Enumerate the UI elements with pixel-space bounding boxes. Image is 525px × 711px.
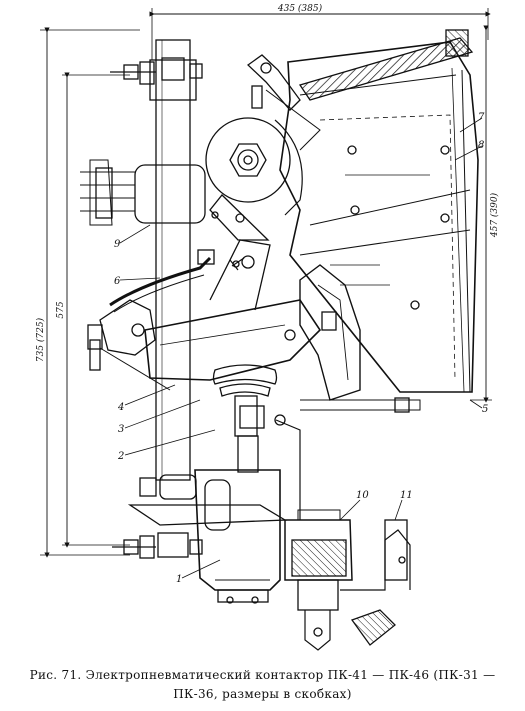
callout-1: 1 xyxy=(176,574,182,585)
callout-2: 2 xyxy=(117,451,124,462)
caption-line-2: ПК-36, размеры в скобках) xyxy=(173,687,352,701)
callout-4: 4 xyxy=(117,402,124,413)
callout-11: 11 xyxy=(400,490,413,501)
callout-3: 3 xyxy=(118,424,124,435)
dim-left-inner: 575 xyxy=(56,301,66,318)
left-holder xyxy=(87,299,171,391)
top-terminal xyxy=(110,57,203,85)
ribbed-insulator xyxy=(212,364,301,520)
dim-right-height: 457 (390) xyxy=(489,192,500,238)
callout-9: 9 xyxy=(114,239,121,250)
callout-7: 7 xyxy=(478,112,485,123)
dimension-lines xyxy=(40,8,492,558)
callout-leaders xyxy=(119,117,483,579)
figure-caption: Рис. 71. Электропневматический контактор… xyxy=(10,666,515,704)
callout-6: 6 xyxy=(114,276,121,287)
insulator-column xyxy=(149,39,197,481)
dim-top-width: 435 (385) xyxy=(277,3,323,14)
callout-5: 5 xyxy=(482,404,488,415)
dimension-labels: 435 (385) 457 (390) 735 (725) 575 xyxy=(35,3,500,362)
dim-left-total: 735 (725) xyxy=(35,317,46,362)
main-pivot xyxy=(205,117,303,241)
fixed-contact xyxy=(299,264,421,413)
callout-10: 10 xyxy=(356,490,369,501)
callout-numbers: 9 6 4 3 2 1 7 8 5 10 11 xyxy=(114,112,488,585)
flexible-shunt xyxy=(109,249,245,313)
valve-bracket xyxy=(340,519,411,646)
bottom-terminal xyxy=(112,532,203,559)
caption-line-1: Рис. 71. Электропневматический контактор… xyxy=(29,668,496,682)
upper-contact-arm xyxy=(246,54,321,151)
callout-8: 8 xyxy=(478,140,484,151)
arc-chute xyxy=(279,41,479,393)
blowout-coil xyxy=(80,159,206,226)
arc-horn xyxy=(298,29,474,101)
electro-valve xyxy=(284,509,353,651)
contactor-drawing: 435 (385) 457 (390) 735 (725) 575 9 6 4 … xyxy=(35,3,500,651)
pneumatic-drive xyxy=(194,435,281,604)
contact-lever xyxy=(144,239,322,381)
